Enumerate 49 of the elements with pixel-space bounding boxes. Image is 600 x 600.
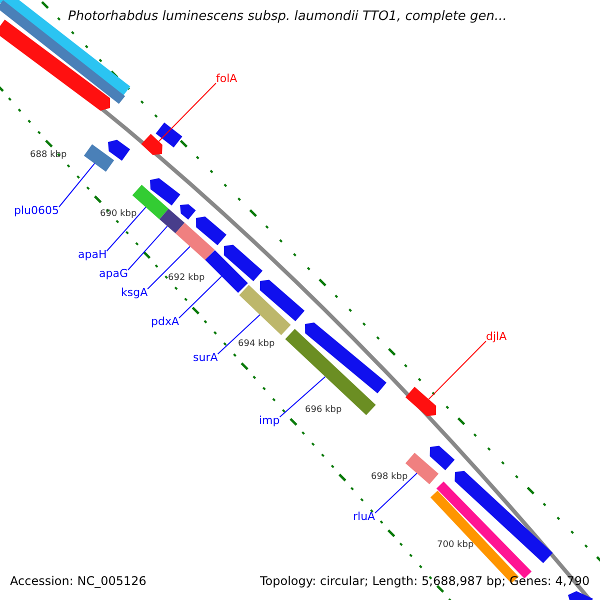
gene-feature <box>305 322 386 394</box>
gene-feature <box>84 144 114 172</box>
gene-feature <box>159 208 185 234</box>
leader-line <box>58 162 96 208</box>
title: Photorhabdus luminescens subsp. laumondii TTO1, complete gen... <box>68 10 507 24</box>
leader-line <box>106 206 146 252</box>
gene-label: surA <box>193 352 218 364</box>
gene-label: pdxA <box>151 316 179 328</box>
gene-feature <box>239 284 291 336</box>
gene-feature <box>156 122 182 148</box>
gene-feature <box>224 244 263 282</box>
gene-label: plu0605 <box>14 205 60 218</box>
leader-line <box>428 340 486 400</box>
leader-line <box>178 276 222 318</box>
gene-feature <box>205 250 248 293</box>
tick-label: 698 kbp <box>371 473 408 483</box>
gene-feature <box>196 216 226 246</box>
gene-feature <box>175 222 215 260</box>
gene-label: apaG <box>99 268 128 280</box>
gene-label: imp <box>259 415 280 428</box>
tick-label: 692 kbp <box>168 274 205 284</box>
gene-feature <box>180 204 196 220</box>
tick-label: 700 kbp <box>437 541 474 551</box>
tick-label: 696 kbp <box>305 406 342 416</box>
gene-feature <box>285 328 376 416</box>
leader-line <box>147 246 190 290</box>
gene-feature <box>405 386 436 416</box>
gene-feature <box>568 591 593 600</box>
tick-label: 688 kbp <box>30 151 67 161</box>
gene-label: folA <box>216 73 238 86</box>
tick-label: 694 kbp <box>238 340 275 350</box>
gene-feature <box>150 178 180 206</box>
gene-feature <box>108 140 130 161</box>
leader-line <box>279 376 326 418</box>
gene-feature <box>454 470 553 564</box>
gene-label: ksgA <box>121 287 148 300</box>
leader-line <box>158 82 216 142</box>
gene-label: rluA <box>353 511 376 524</box>
tick-label: 690 kbp <box>100 210 137 220</box>
gene-feature <box>0 20 110 111</box>
gene-feature <box>141 134 162 155</box>
gene-feature <box>430 446 455 470</box>
accession-text: Accession: NC_005126 <box>10 575 146 588</box>
leader-line <box>128 226 168 270</box>
genome-info-text: Topology: circular; Length: 5,688,987 bp; Genes: 4,790 <box>260 575 590 588</box>
leader-line <box>374 472 418 514</box>
gene-label: apaH <box>78 249 107 262</box>
gene-label: djlA <box>486 331 507 344</box>
gene-feature <box>260 280 305 322</box>
